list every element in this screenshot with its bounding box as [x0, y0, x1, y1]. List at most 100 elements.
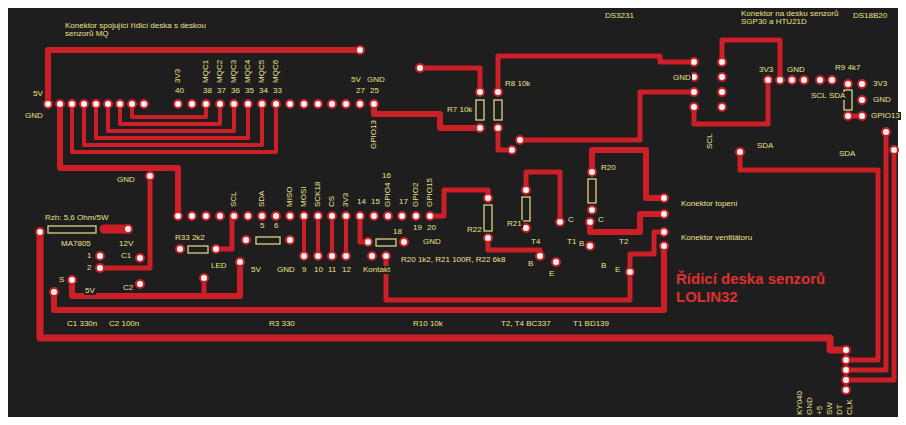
pcb-label: R22 — [466, 226, 483, 234]
solder-pad — [484, 194, 492, 202]
pcb-label: R20 1k2, R21 100R, R22 6k8 — [400, 256, 507, 264]
solder-pad — [858, 80, 866, 88]
copper-trace — [694, 80, 768, 124]
solder-pad — [328, 212, 336, 220]
solder-pad — [476, 124, 484, 132]
solder-pad — [174, 100, 182, 108]
solder-pad — [258, 100, 266, 108]
pcb-label: GPIO13 — [370, 119, 378, 150]
pcb-label: GPIO4 — [384, 182, 392, 208]
solder-pad — [300, 100, 308, 108]
solder-pad — [626, 268, 634, 276]
copper-trace — [526, 172, 560, 222]
component-outline — [484, 205, 492, 231]
solder-pad — [202, 100, 210, 108]
pcb-label: GND — [276, 266, 296, 274]
copper-trace — [96, 104, 248, 138]
solder-pad — [536, 252, 544, 260]
solder-pad — [788, 76, 796, 84]
solder-pad — [588, 206, 596, 214]
pcb-label: 35 — [244, 87, 255, 95]
solder-pad — [364, 238, 372, 246]
pcb-label: C — [597, 216, 605, 224]
solder-pad — [188, 212, 196, 220]
solder-pad — [342, 100, 350, 108]
pcb-label: 5V — [84, 287, 96, 295]
pcb-label: GND — [366, 76, 386, 84]
pcb-label: 14 — [356, 198, 367, 206]
solder-pad — [522, 224, 530, 232]
solder-pad — [342, 252, 350, 260]
solder-pad — [216, 100, 224, 108]
solder-pad — [242, 236, 250, 244]
pcb-label: GND — [422, 238, 442, 246]
pcb-label: T1 BD139 — [572, 320, 610, 328]
solder-pad — [858, 96, 866, 104]
pcb-label: S — [58, 276, 65, 284]
copper-trace — [330, 216, 334, 256]
copper-trace — [100, 176, 150, 268]
solder-pad — [764, 76, 772, 84]
solder-pad — [286, 236, 294, 244]
solder-pad — [124, 225, 132, 233]
pcb-label: 33 — [272, 87, 283, 95]
pcb-label: 15 — [370, 198, 381, 206]
copper-trace — [316, 216, 320, 256]
solder-pad — [718, 58, 726, 66]
pcb-label: 5 — [259, 222, 265, 230]
solder-pad — [556, 218, 564, 226]
solder-pad — [146, 172, 154, 180]
pcb-label: LED — [210, 262, 228, 270]
pcb-label: 36 — [230, 87, 241, 95]
pcb-label: C2 100n — [108, 320, 140, 328]
solder-pad — [718, 103, 726, 111]
copper-trace — [740, 152, 878, 360]
solder-pad — [68, 276, 76, 284]
solder-pad — [882, 128, 890, 136]
pcb-label: GND — [806, 396, 814, 416]
solder-pad — [368, 252, 376, 260]
pcb-label: C1 330n — [66, 320, 98, 328]
pcb-label: 2 — [86, 264, 92, 272]
copper-trace — [386, 256, 630, 300]
pcb-label: MISO — [286, 186, 294, 208]
solder-pad — [370, 212, 378, 220]
pcb-label: R33 2k2 — [174, 234, 206, 242]
component-outline — [376, 239, 396, 246]
solder-pad — [690, 103, 698, 111]
pcb-label: T1 — [566, 238, 577, 246]
solder-pad — [140, 100, 148, 108]
pcb-label: T2, T4 BC337 — [500, 320, 552, 328]
component-outline — [476, 100, 484, 120]
pcb-label: 9 — [301, 266, 307, 274]
solder-pad — [236, 258, 244, 266]
solder-pad — [356, 100, 364, 108]
solder-pad — [476, 88, 484, 96]
solder-pad — [136, 280, 144, 288]
component-outline — [588, 179, 596, 203]
pcb-label: T4 — [530, 238, 541, 246]
solder-pad — [690, 88, 698, 96]
pcb-label: Kontakt — [362, 266, 391, 274]
solder-pad — [244, 100, 252, 108]
solder-pad — [314, 212, 322, 220]
pcb-label: C — [567, 216, 575, 224]
pcb-label: MOSI — [300, 186, 308, 208]
solder-pad — [816, 76, 824, 84]
component-outline — [494, 100, 502, 120]
solder-pad — [356, 46, 364, 54]
pcb-label: R7 10k — [446, 106, 473, 114]
pcb-label: R9 4k7 — [834, 64, 861, 72]
solder-pad — [92, 100, 100, 108]
pcb-label: C1 — [120, 252, 132, 260]
pcb-label: GPIO15 — [426, 177, 434, 208]
solder-pad — [588, 168, 596, 176]
solder-pad — [342, 212, 350, 220]
pcb-label: 6 — [273, 222, 279, 230]
solder-pad — [272, 212, 280, 220]
pcb-label: T2 — [618, 238, 629, 246]
solder-pad — [258, 212, 266, 220]
solder-pad — [718, 88, 726, 96]
pcb-label: MQC5 — [258, 59, 266, 84]
